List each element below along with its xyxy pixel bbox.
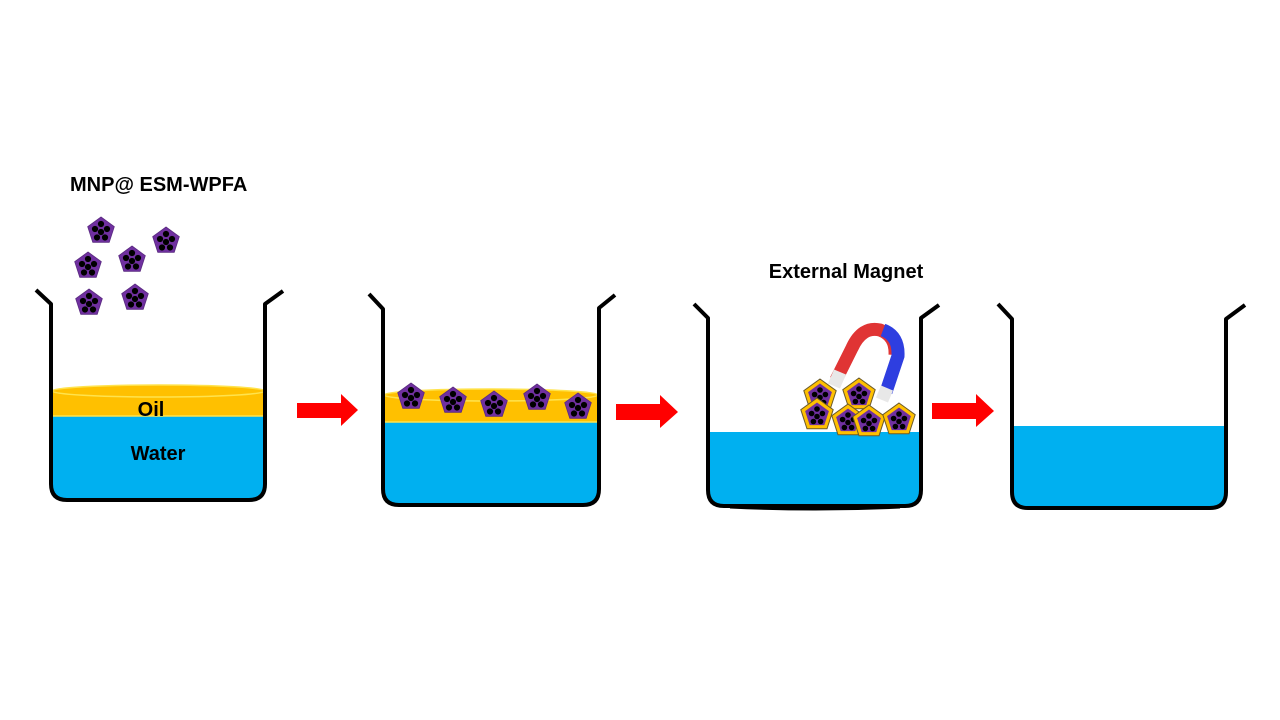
water-layer bbox=[52, 415, 265, 499]
beaker-step-4 bbox=[996, 302, 1247, 510]
water-layer bbox=[1012, 426, 1226, 507]
beaker-step-1: Oil Water bbox=[34, 288, 285, 502]
nanoparticle bbox=[118, 245, 146, 272]
arrow-right-icon bbox=[616, 395, 678, 428]
beaker-outline bbox=[34, 288, 285, 502]
oil-surface bbox=[51, 384, 266, 398]
oil-label: Oil bbox=[138, 399, 165, 421]
beaker-outline bbox=[367, 292, 617, 507]
nanoparticle bbox=[121, 283, 149, 310]
nanoparticle bbox=[152, 226, 180, 253]
beaker-outline bbox=[996, 302, 1247, 510]
falling-nanoparticles bbox=[74, 216, 180, 315]
water-label: Water bbox=[131, 443, 186, 465]
coated-nanoparticle-cluster bbox=[800, 377, 916, 437]
water-layer bbox=[384, 421, 598, 504]
arrow-right-icon bbox=[932, 394, 994, 427]
beaker-step-2 bbox=[367, 292, 617, 507]
nanoparticle bbox=[75, 288, 103, 315]
nanoparticle bbox=[523, 383, 551, 410]
external-magnet-label: External Magnet bbox=[769, 261, 924, 283]
arrow-right-icon bbox=[297, 394, 358, 426]
water-layer bbox=[708, 432, 921, 505]
coated-nanoparticle bbox=[852, 404, 886, 437]
beaker-step-3: External Magnet bbox=[692, 261, 941, 511]
coated-nanoparticle bbox=[882, 402, 916, 435]
beaker-outline bbox=[692, 302, 941, 508]
nanoparticle bbox=[74, 251, 102, 278]
nanoparticle bbox=[87, 216, 115, 243]
nanoparticle-title: MNP@ ESM-WPFA bbox=[70, 174, 247, 196]
horseshoe-magnet-icon bbox=[828, 322, 905, 403]
nanoparticle bbox=[397, 382, 425, 409]
